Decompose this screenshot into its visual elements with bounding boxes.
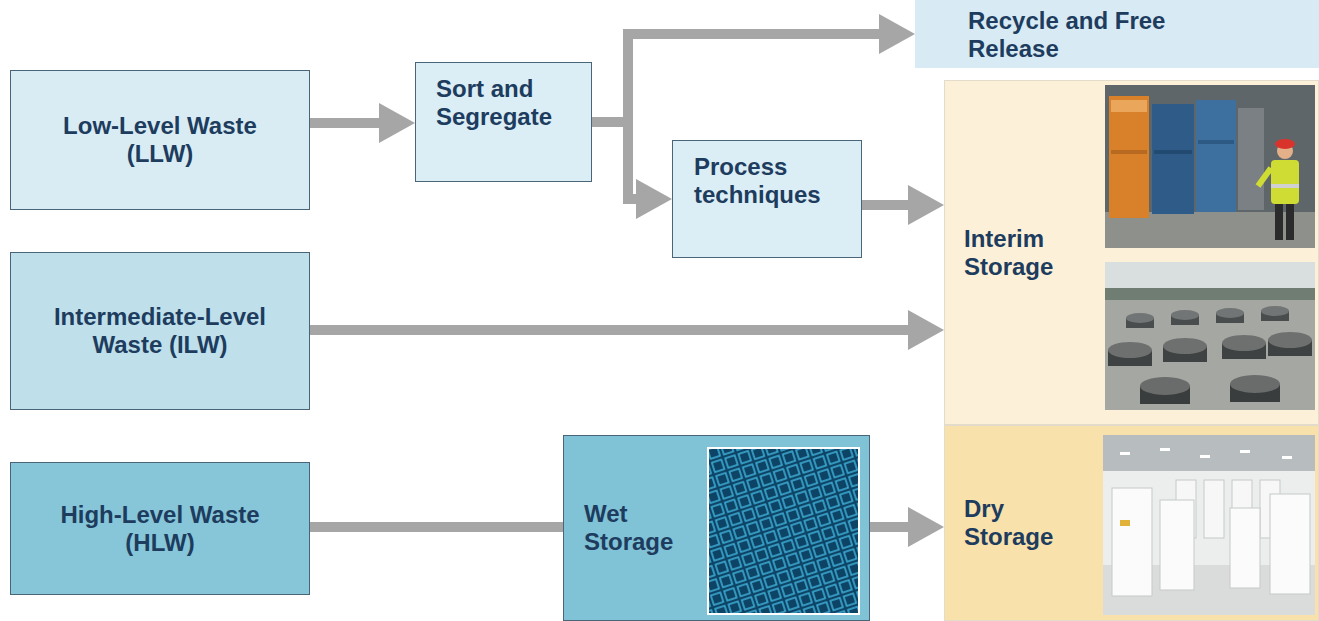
waste-class-box: Intermediate-Level Waste (ILW) bbox=[10, 252, 310, 410]
cask-side bbox=[1126, 318, 1154, 328]
storage-cask bbox=[1160, 500, 1194, 590]
flow-arrow bbox=[592, 122, 636, 199]
storage-box: Wet Storage bbox=[563, 435, 870, 621]
process-box: Process techniques bbox=[672, 140, 862, 258]
flow-arrow bbox=[310, 522, 563, 532]
fuel-pool-photo bbox=[708, 448, 859, 614]
node-label: Process techniques bbox=[694, 153, 844, 208]
cask-side bbox=[1261, 311, 1289, 321]
blue-container bbox=[1196, 100, 1236, 212]
worker-vest bbox=[1271, 160, 1299, 204]
storage-band: Dry Storage bbox=[944, 425, 1319, 621]
cask-side bbox=[1268, 340, 1312, 356]
cask-side bbox=[1140, 386, 1190, 404]
warehouse-wall bbox=[1105, 85, 1315, 248]
fuel-pool bbox=[708, 448, 859, 614]
ceiling-light bbox=[1200, 455, 1210, 458]
flow-arrow bbox=[310, 118, 379, 128]
node-label: Sort and Segregate bbox=[436, 75, 576, 130]
flow-arrow bbox=[870, 522, 908, 532]
node-label: Interim Storage bbox=[964, 225, 1094, 280]
container-rib bbox=[1154, 150, 1192, 154]
ceiling-light bbox=[1160, 448, 1170, 451]
storage-cask bbox=[1270, 494, 1310, 594]
storage-cask bbox=[1230, 508, 1260, 588]
storage-cask bbox=[1232, 480, 1252, 538]
worker-head bbox=[1277, 143, 1293, 159]
flow-arrow bbox=[592, 34, 879, 122]
node-label: Dry Storage bbox=[964, 495, 1094, 550]
worker-leg bbox=[1275, 200, 1283, 240]
storage-cask bbox=[1260, 480, 1280, 538]
waste-class-box: Low-Level Waste (LLW) bbox=[10, 70, 310, 210]
node-label: High-Level Waste (HLW) bbox=[45, 501, 275, 556]
cask-side bbox=[1108, 350, 1152, 366]
vest-stripe bbox=[1271, 184, 1299, 188]
destination-band: Recycle and Free Release bbox=[915, 0, 1319, 68]
container-rib bbox=[1198, 140, 1234, 144]
orange-container bbox=[1109, 96, 1149, 218]
hall-wall bbox=[1103, 435, 1315, 615]
cask-side bbox=[1163, 346, 1207, 362]
cask-side bbox=[1230, 384, 1280, 402]
warehouse-floor bbox=[1105, 212, 1315, 248]
ceiling-light bbox=[1282, 456, 1292, 459]
cask-side bbox=[1216, 313, 1244, 323]
flow-arrow bbox=[310, 325, 908, 335]
tree-line bbox=[1105, 288, 1315, 302]
cask-lid bbox=[1163, 338, 1207, 354]
grey-container bbox=[1238, 108, 1264, 210]
node-label: Low-Level Waste (LLW) bbox=[45, 112, 275, 167]
node-label: Recycle and Free Release bbox=[968, 7, 1188, 62]
cask-lid bbox=[1140, 377, 1190, 395]
storage-band: Interim Storage bbox=[944, 80, 1319, 425]
cask-lid bbox=[1222, 335, 1266, 351]
cask-lid bbox=[1108, 342, 1152, 358]
node-label: Intermediate-Level Waste (ILW) bbox=[45, 303, 275, 358]
cask-side bbox=[1171, 315, 1199, 325]
cask-lid bbox=[1216, 308, 1244, 318]
cask-lid bbox=[1268, 332, 1312, 348]
container-label bbox=[1111, 100, 1147, 112]
cask-tag bbox=[1120, 520, 1130, 526]
cask-lid bbox=[1230, 375, 1280, 393]
sky bbox=[1105, 262, 1315, 410]
cask-lid bbox=[1261, 306, 1289, 316]
worker-leg bbox=[1286, 200, 1294, 240]
process-box: Sort and Segregate bbox=[415, 62, 592, 182]
waste-class-box: High-Level Waste (HLW) bbox=[10, 462, 310, 595]
container-rib bbox=[1111, 150, 1147, 154]
cask-lid bbox=[1126, 313, 1154, 323]
worker-arm bbox=[1258, 168, 1271, 186]
storage-cask bbox=[1176, 480, 1196, 538]
storage-cask bbox=[1204, 480, 1224, 538]
container-photo bbox=[1105, 85, 1315, 248]
ceiling-light bbox=[1120, 452, 1130, 455]
blue-container bbox=[1152, 104, 1194, 214]
hall-ceiling bbox=[1103, 435, 1315, 471]
node-label: Wet Storage bbox=[584, 500, 704, 555]
cask-lid bbox=[1171, 310, 1199, 320]
concrete-pad bbox=[1105, 300, 1315, 410]
flow-arrow bbox=[862, 200, 908, 210]
dry-hall-photo bbox=[1103, 435, 1315, 615]
cask-pad-photo bbox=[1105, 262, 1315, 410]
cask-side bbox=[1222, 343, 1266, 359]
hard-hat bbox=[1275, 139, 1295, 149]
hall-floor bbox=[1103, 565, 1315, 615]
ceiling-light bbox=[1240, 450, 1250, 453]
storage-cask bbox=[1112, 488, 1152, 596]
